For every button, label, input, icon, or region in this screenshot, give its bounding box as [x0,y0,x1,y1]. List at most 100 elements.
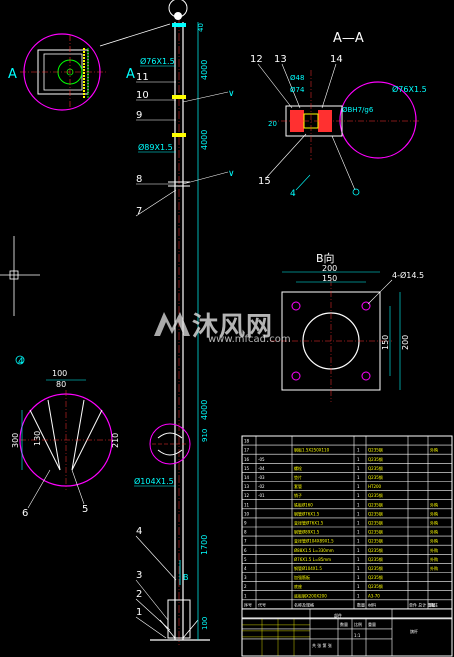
bom-cell-name: 套管 [294,483,302,489]
dim-100: 100 [201,617,209,630]
bom-cell-mat: Q235钢 [368,520,383,526]
bom-header-note: 备注 [430,601,438,607]
dim-4000-b: 4000 [200,130,209,150]
bom-cell-name: 垫片 [294,474,302,480]
bom-cell-name: 变径管Ø76X1.5 [294,520,324,526]
bolt-hole-1 [291,301,301,311]
bom-cell-note: 外购 [430,510,438,516]
callout-7: 7 [136,206,142,217]
bom-cell-qty: 1 [357,539,360,544]
bom-cell-mat: Q235钢 [368,538,383,544]
bom-cell-qty: 1 [357,475,360,480]
dim-80-left: 80 [56,380,66,389]
dim-d76: Ø76X1.5 [392,84,427,94]
pole: 40 4000 4000 4000 1700 100 910 Ø76X1.5 Ø… [134,0,235,645]
leader-13 [281,63,301,109]
bom-cell-note: 外购 [430,447,438,453]
bom-cell-no: 18 [244,439,250,444]
callout-9: 9 [136,110,142,121]
bom-cell-qty: 1 [357,466,360,471]
bom-cell-qty: 1 [357,484,360,489]
bom-cell-qty: 1 [357,502,360,507]
bom-cell-no: 2 [244,584,247,589]
watermark: 沐风网 www.mfcad.com [150,302,310,352]
bom-cell-note: 外购 [430,565,438,571]
bom-cell-name: 铁板Ø160 [294,501,313,507]
bom-header-qty: 数量 [357,601,365,607]
title-part: 部件 [334,612,342,618]
leader-bottom-right [331,135,356,191]
bom-header-weight: 单件 总计 重量 [409,601,436,607]
bom-cell-code: -05 [258,457,265,462]
detail-a: A A [8,23,171,111]
bom-cell-qty: 1 [357,493,360,498]
section-aa: A—A 12 13 14 15 Ø48 Ø74 Ø76X1.5 ØBH7/g6 … [250,31,427,199]
bom-cell-no: 6 [244,548,247,553]
watermark-url: www.mfcad.com [208,334,291,345]
bom-cell-mat: Q235钢 [368,565,383,571]
callout-4: 4 [136,526,142,537]
dim-4000-a: 4000 [200,60,209,80]
gusset-r [182,619,199,639]
bom-cell-no: 16 [244,457,250,462]
dim-100-left: 100 [52,369,67,378]
marker-dot [352,188,360,196]
bom-cell-mat: Q235钢 [368,474,383,480]
leader-4 [135,535,177,581]
flag-line-1 [182,91,229,103]
callout-1: 1 [136,607,142,618]
title-label-weight: 重量 [368,621,376,627]
bom-cell-mat: Q235钢 [368,456,383,462]
bom-cell-mat: Q235钢 [368,492,383,498]
bom-cell-mat: Q235钢 [368,465,383,471]
bom-cell-name: 底板钢X200X200 [294,592,327,598]
leader-1 [135,616,167,639]
bom-cell-no: 14 [244,475,250,480]
leader-14 [321,63,337,109]
bom-cell-no: 13 [244,484,250,489]
callout-12: 12 [250,54,263,65]
bom-cell-code: -04 [258,466,265,471]
callout-5: 5 [82,504,88,515]
bom-cell-name: Ø88X1.5 L=330mm [294,548,334,553]
dim-d74: Ø74 [290,86,305,94]
rib-right-1 [71,399,85,471]
dim-fit: ØBH7/g6 [342,106,374,114]
leader-15 [265,133,307,179]
section-aa-marker: 4 [290,189,296,199]
marker-leader [295,174,311,191]
bom-cell-code: -01 [258,493,265,498]
bom-cell-mat: Q235钢 [368,510,383,516]
bom-cell-name: 钢管Ø89X1.5 [294,529,320,535]
bom-cell-qty: 1 [357,521,360,526]
detail-left: 4 100 80 300 130 210 6 5 [11,355,120,519]
bom-cell-note: 外购 [430,538,438,544]
bom-cell-no: 8 [244,530,247,535]
bom-cell-name: 钢管Ø76X1.5 [294,510,320,516]
callout-3: 3 [136,570,142,581]
bom-cell-no: 17 [244,448,250,453]
pipe-top-label: Ø76X1.5 [140,56,175,66]
callout-10: 10 [136,90,149,101]
title-drawing: 旗杆 [410,628,418,634]
bom-cell-mat: Q235钢 [368,574,383,580]
flag-line-2 [182,171,229,185]
bom-cell-note: 外购 [430,556,438,562]
title-scale: 1:1 [354,633,361,638]
leader-2 [135,598,171,631]
crosshair-cursor [0,236,40,316]
bom-cell-note: 外购 [430,547,438,553]
bom-cell-qty: 1 [357,530,360,535]
bolt-hole-3 [291,371,301,381]
bom-cell-mat: Q235钢 [368,447,383,453]
flag-mark-2: ∨ [228,169,235,179]
view-b-title: B向 [316,251,335,265]
title-label-scale: 比例 [354,621,362,627]
callout-13: 13 [274,54,287,65]
bom-cell-qty: 1 [357,448,360,453]
bom-cell-qty: 1 [357,593,360,598]
dim-20: 20 [268,120,277,128]
view-b: B向 200 150 150 200 4-Ø14.5 [270,251,424,402]
bom-cell-qty: 1 [357,575,360,580]
